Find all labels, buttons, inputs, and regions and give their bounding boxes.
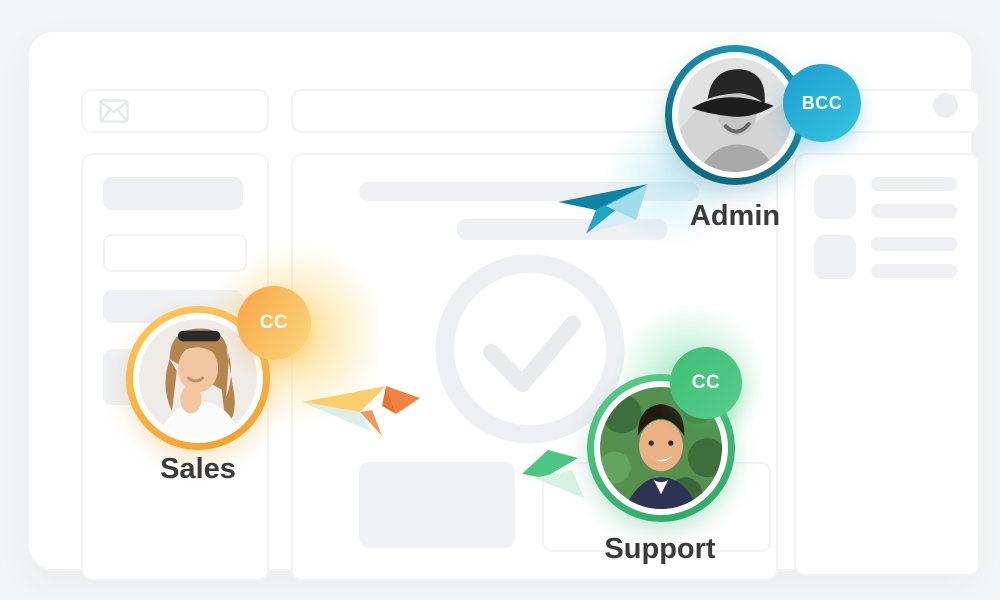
- cc-badge-support: CC: [670, 347, 742, 419]
- contact-line-placeholder: [871, 177, 957, 191]
- text-line-placeholder: [457, 219, 667, 240]
- contact-thumb-placeholder: [814, 175, 856, 219]
- profile-dot-placeholder: [933, 93, 958, 118]
- support-label: Support: [604, 533, 716, 565]
- attachment-placeholder: [359, 462, 515, 548]
- sales-photo: [139, 319, 257, 437]
- cc-badge-label: CC: [691, 372, 721, 393]
- bcc-badge: BCC: [783, 64, 861, 142]
- contact-line-placeholder: [871, 264, 957, 278]
- envelope-icon: [99, 99, 129, 123]
- sidebar-item-placeholder: [103, 234, 247, 272]
- admin-label: Admin: [689, 200, 781, 232]
- search-bar-placeholder: [291, 89, 980, 133]
- cc-badge-sales: CC: [237, 286, 311, 360]
- subject-line-placeholder: [359, 182, 699, 201]
- admin-photo: [678, 58, 792, 172]
- bcc-badge-label: BCC: [801, 92, 843, 113]
- mailbox-button: [81, 89, 269, 133]
- sales-avatar: [126, 306, 270, 450]
- contact-thumb-placeholder: [814, 235, 856, 279]
- contacts-panel: [794, 153, 980, 576]
- sales-label: Sales: [160, 453, 236, 485]
- sidebar-item-placeholder: [103, 177, 243, 210]
- cc-badge-label: CC: [259, 312, 289, 333]
- admin-avatar: [665, 45, 805, 185]
- contact-line-placeholder: [871, 204, 957, 218]
- contact-line-placeholder: [871, 237, 957, 251]
